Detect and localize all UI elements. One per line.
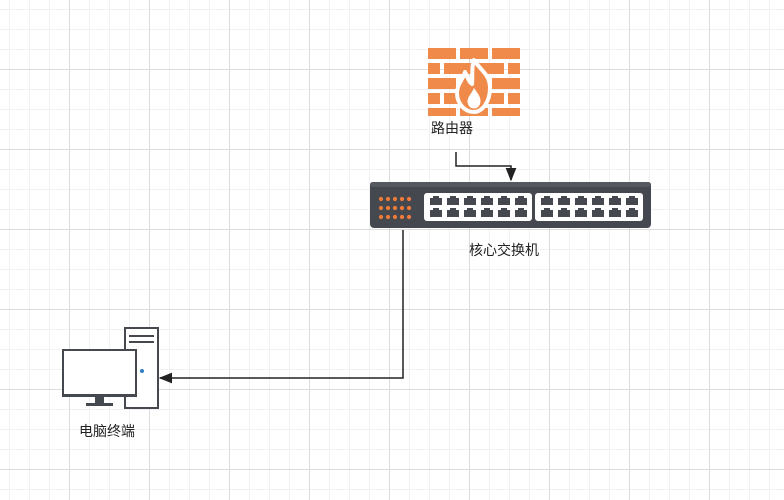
pc-monitor <box>62 349 137 397</box>
connector-switch-computer[interactable] <box>158 230 404 384</box>
switch-port <box>464 196 476 205</box>
port-led-grid <box>378 196 412 220</box>
switch-port <box>447 196 459 205</box>
switch-port <box>592 208 604 217</box>
switch-port <box>575 196 587 205</box>
flame-icon <box>455 58 492 114</box>
connector-router-switch[interactable] <box>455 152 517 182</box>
switch-port <box>609 196 621 205</box>
computer-label: 电脑终端 <box>79 424 135 440</box>
switch-icon[interactable] <box>370 182 651 228</box>
switch-port <box>430 208 442 217</box>
switch-port <box>464 208 476 217</box>
firewall-icon[interactable] <box>428 48 520 116</box>
switch-port <box>541 208 553 217</box>
switch-port <box>447 208 459 217</box>
switch-port <box>498 208 510 217</box>
switch-port <box>515 196 527 205</box>
switch-port <box>575 208 587 217</box>
switch-port <box>481 196 493 205</box>
router-label: 路由器 <box>431 121 473 137</box>
switch-port <box>558 208 570 217</box>
switch-port <box>481 208 493 217</box>
switch-port <box>515 208 527 217</box>
switch-port <box>626 196 638 205</box>
switch-port <box>558 196 570 205</box>
switch-port <box>609 208 621 217</box>
desktop-computer-icon[interactable] <box>62 327 159 409</box>
switch-port <box>498 196 510 205</box>
switch-port <box>592 196 604 205</box>
switch-label: 核心交换机 <box>469 243 539 259</box>
switch-port <box>430 196 442 205</box>
switch-port <box>541 196 553 205</box>
switch-port <box>626 208 638 217</box>
